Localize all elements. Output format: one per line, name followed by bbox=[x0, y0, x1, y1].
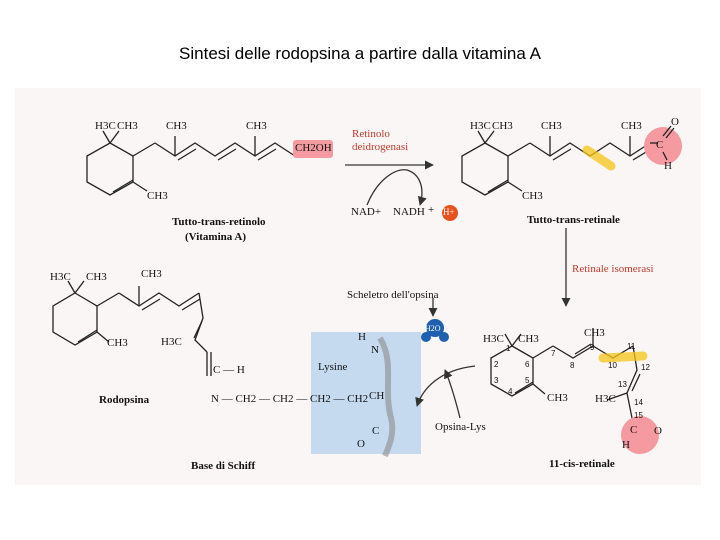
methyl-ch3-2: CH3 bbox=[166, 120, 187, 132]
schiff-chain-label: N — CH2 — CH2 — CH2 — CH2 bbox=[211, 393, 369, 405]
opsin-backbone-label: Scheletro dell'opsina bbox=[347, 289, 439, 301]
methyl-ch3-11: CH3 bbox=[107, 337, 128, 349]
dehydrogenase-label-2: deidrogenasi bbox=[352, 141, 409, 153]
opsin-backbone-shape bbox=[377, 336, 396, 458]
methyl-ch3-8: CH3 bbox=[522, 190, 543, 202]
cis-aldehyde-highlight bbox=[621, 416, 659, 454]
carbon-number-9: 9 bbox=[590, 343, 595, 352]
methyl-ch3-14: CH3 bbox=[584, 327, 605, 339]
methyl-ch3-10: CH3 bbox=[141, 268, 162, 280]
carbon-number-1: 1 bbox=[506, 344, 511, 353]
cis-retinal-name: 11-cis-retinale bbox=[549, 458, 615, 470]
cis-aldehyde-h: H bbox=[622, 439, 630, 451]
aldehyde-o: O bbox=[671, 116, 679, 128]
lysine-label: Lysine bbox=[318, 361, 348, 373]
carbon-number-10: 10 bbox=[608, 361, 617, 370]
cis-aldehyde-o: O bbox=[654, 425, 662, 437]
trans-bond-highlight bbox=[582, 145, 616, 171]
cis-retinal-structure bbox=[490, 328, 641, 419]
methyl-h3c-12: H3C bbox=[161, 336, 182, 348]
nad-label: NAD+ bbox=[351, 206, 382, 218]
lysine-ch: CH bbox=[369, 390, 385, 402]
methyl-ch3-7: CH3 bbox=[621, 120, 642, 132]
proton-circle bbox=[442, 205, 458, 221]
proton-label: H+ bbox=[443, 207, 455, 217]
carbon-number-8: 8 bbox=[570, 361, 575, 370]
carbon-number-15: 15 bbox=[634, 411, 643, 420]
lysine-highlight bbox=[311, 332, 421, 454]
lysine-c: C bbox=[372, 425, 380, 437]
methyl-ch3-6: CH3 bbox=[541, 120, 562, 132]
aldehyde-h: H bbox=[664, 160, 672, 172]
carbon-number-4: 4 bbox=[508, 387, 513, 396]
carbon-number-11: 11 bbox=[627, 342, 636, 351]
opsin-lys-label: Opsina-Lys bbox=[435, 421, 486, 433]
schiff-base-name: Base di Schiff bbox=[191, 460, 256, 472]
methyl-h3c-9: H3C bbox=[50, 271, 71, 283]
carbon-number-2: 2 bbox=[494, 360, 499, 369]
carbon-number-14: 14 bbox=[634, 398, 643, 407]
lysine-o: O bbox=[357, 438, 365, 450]
plus-sign: + bbox=[428, 204, 435, 216]
schiff-base-arrow bbox=[415, 298, 476, 419]
carbon-number-7: 7 bbox=[551, 349, 556, 358]
ch2oh-group: CH2OH bbox=[295, 142, 332, 154]
cis-aldehyde-c: C bbox=[630, 424, 638, 436]
water-label: H2O bbox=[425, 324, 441, 333]
methyl-h3c-5: H3C bbox=[470, 120, 491, 132]
methyl-ch3-5: CH3 bbox=[492, 120, 513, 132]
carbon-number-3: 3 bbox=[494, 376, 499, 385]
lysine-n: N bbox=[371, 344, 379, 356]
ch2oh-highlight bbox=[293, 140, 333, 158]
methyl-h3c-16: H3C bbox=[595, 393, 616, 405]
methyl-ch3-4: CH3 bbox=[147, 190, 168, 202]
methyl-ch3-3: CH3 bbox=[246, 120, 267, 132]
aldehyde-c: C bbox=[656, 139, 664, 151]
cis-bond-highlight bbox=[598, 351, 648, 363]
all-trans-retinal-structure bbox=[461, 130, 652, 196]
rhodopsin-structure bbox=[52, 280, 212, 376]
methyl-ch3-15: CH3 bbox=[547, 392, 568, 404]
slide-title: Sintesi delle rodopsina a partire dalla … bbox=[179, 44, 541, 63]
carbon-number-6: 6 bbox=[525, 360, 530, 369]
water-icon bbox=[421, 319, 449, 342]
methyl-ch3-9: CH3 bbox=[86, 271, 107, 283]
lysine-h: H bbox=[358, 331, 366, 343]
rhodopsin-name: Rodopsina bbox=[99, 394, 150, 406]
dehydrogenase-label-1: Retinolo bbox=[352, 128, 390, 140]
pathway-drawing bbox=[52, 125, 682, 458]
retinol-structure bbox=[86, 130, 296, 196]
dehydrogenase-arrow bbox=[345, 160, 434, 206]
ch-h-label: C — H bbox=[213, 364, 245, 376]
nadh-label: NADH bbox=[393, 206, 425, 218]
methyl-h3c-1: H3C bbox=[95, 120, 116, 132]
carbon-number-13: 13 bbox=[618, 380, 627, 389]
isomerase-label: Retinale isomerasi bbox=[572, 263, 654, 275]
vitamin-a-name: (Vitamina A) bbox=[185, 231, 247, 243]
methyl-h3c-13: H3C bbox=[483, 333, 504, 345]
methyl-ch3-13: CH3 bbox=[518, 333, 539, 345]
methyl-ch3-1: CH3 bbox=[117, 120, 138, 132]
rhodopsin-synthesis-diagram: Tutto-trans-retinolo (Vitamina A) CH2OH … bbox=[15, 88, 701, 485]
carbon-number-5: 5 bbox=[525, 376, 530, 385]
all-trans-retinal-name: Tutto-trans-retinale bbox=[527, 214, 620, 226]
retinol-name: Tutto-trans-retinolo bbox=[172, 216, 266, 228]
carbon-number-12: 12 bbox=[641, 363, 650, 372]
aldehyde-highlight bbox=[644, 127, 682, 165]
